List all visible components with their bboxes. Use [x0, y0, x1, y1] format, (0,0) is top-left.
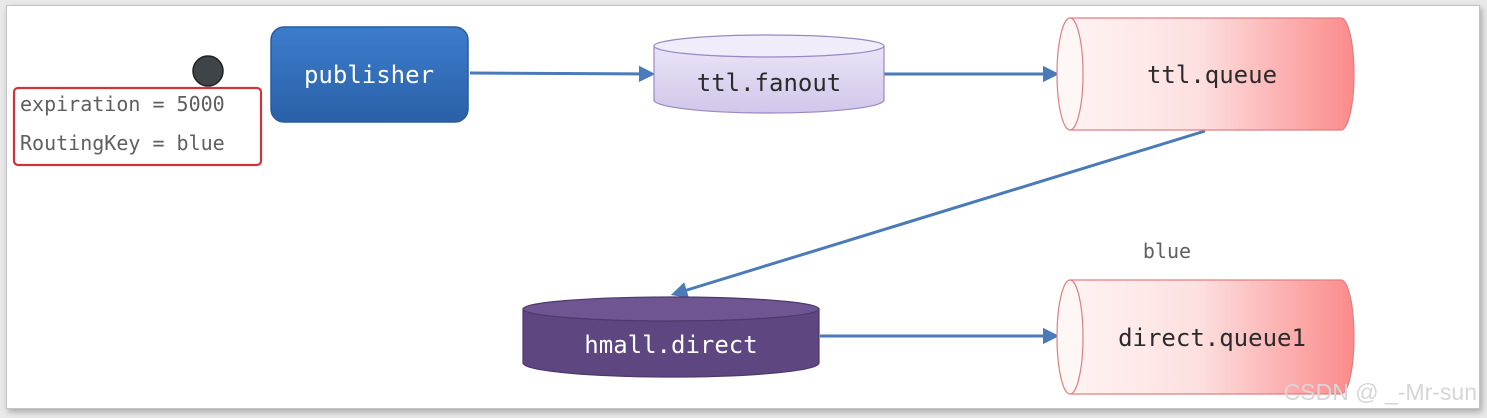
ttl-queue-label: ttl.queue	[1147, 61, 1277, 89]
arrow-publisher-to-ttl-fanout	[469, 65, 656, 83]
direct-queue1[interactable]: direct.queue1	[1056, 279, 1355, 395]
hmall-direct-exchange[interactable]: hmall.direct	[522, 296, 820, 378]
message-dot	[192, 55, 224, 87]
ttl-fanout-label: ttl.fanout	[697, 69, 842, 97]
message-routing-key: RoutingKey = blue	[20, 131, 225, 155]
message-properties-box: expiration = 5000 RoutingKey = blue	[12, 86, 263, 167]
ttl-queue[interactable]: ttl.queue	[1056, 17, 1355, 131]
direct-queue1-label: direct.queue1	[1118, 324, 1306, 352]
hmall-direct-label: hmall.direct	[584, 331, 757, 359]
arrow-ttl-queue-to-hmall-direct	[670, 129, 1206, 299]
publisher-label: publisher	[304, 61, 434, 89]
routing-key-label: blue	[1143, 239, 1191, 263]
ttl-fanout-exchange[interactable]: ttl.fanout	[653, 34, 885, 114]
publisher-node[interactable]: publisher	[270, 26, 469, 123]
watermark-text: CSDN @ _-Mr-sun	[1284, 379, 1477, 405]
message-expiration: expiration = 5000	[20, 92, 225, 116]
edges	[469, 65, 1206, 345]
